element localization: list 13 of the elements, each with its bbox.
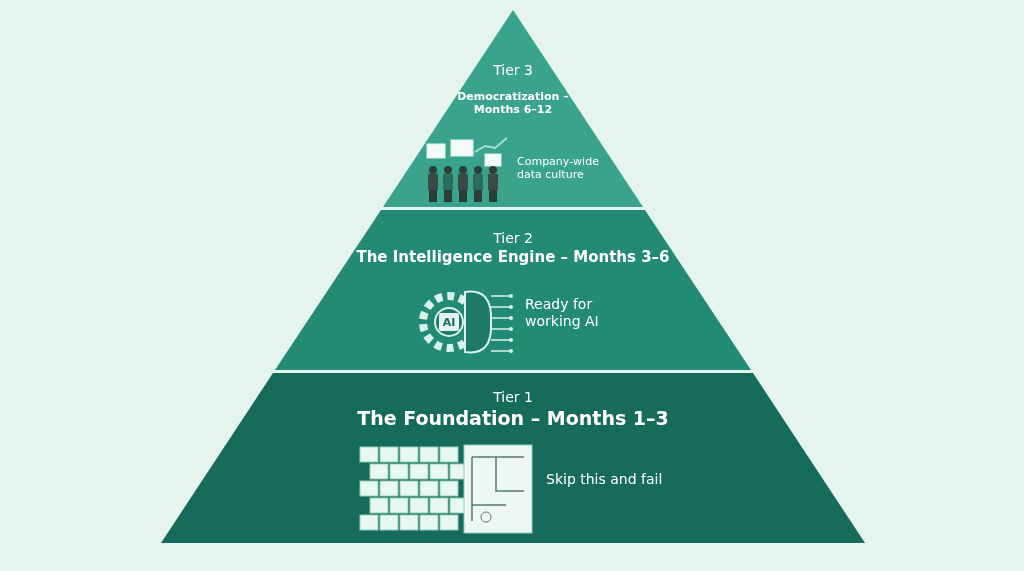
pyramid-tier — [275, 210, 751, 370]
pyramid-tier — [383, 10, 643, 207]
tier-label: Tier 1 — [492, 389, 534, 405]
tier-note: Ready for working AI — [525, 296, 600, 330]
icon-text: AI — [442, 316, 456, 329]
pyramid-tier — [161, 373, 865, 543]
tier-heading: The Foundation – Months 1–3 — [356, 407, 670, 429]
tier-heading: The Intelligence Engine – Months 3–6 — [355, 248, 671, 266]
tier-heading: Democratization – Months 6–12 — [456, 90, 570, 117]
tier-label: Tier 3 — [492, 62, 534, 78]
tier-label: Tier 2 — [492, 230, 534, 246]
tier-note: Skip this and fail — [546, 471, 664, 487]
tier-note: Company-wide data culture — [517, 155, 600, 182]
